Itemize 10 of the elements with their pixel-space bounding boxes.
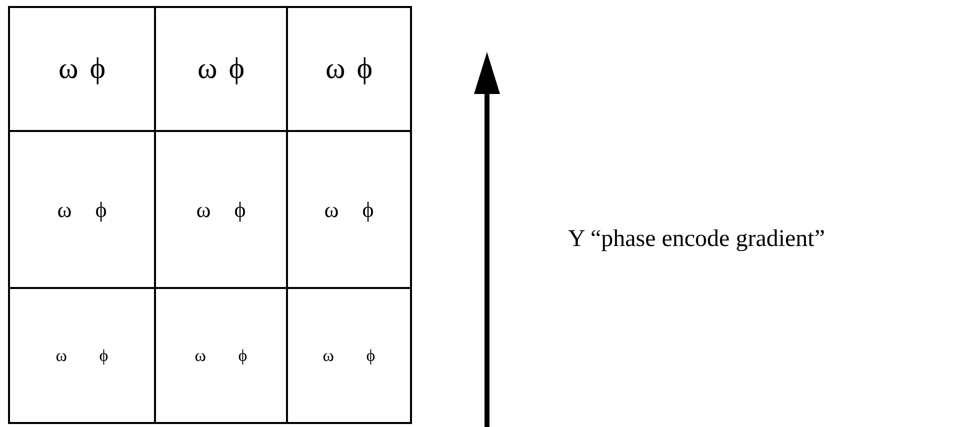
symbol-pair: ω ϕ (196, 196, 246, 222)
axis-label: Y “phase encode gradient” (568, 226, 825, 253)
symbol-pair: ω ϕ (322, 346, 376, 366)
symbol-pair: ω ϕ (58, 52, 106, 86)
symbol-pair: ω ϕ (194, 346, 248, 366)
symbol-pair: ω ϕ (197, 52, 245, 86)
symbol-pair: ω ϕ (56, 346, 108, 366)
symbol-pair: ω ϕ (325, 52, 373, 86)
symbol-pair: ω ϕ (324, 196, 374, 222)
symbol-pair: ω ϕ (57, 196, 107, 222)
